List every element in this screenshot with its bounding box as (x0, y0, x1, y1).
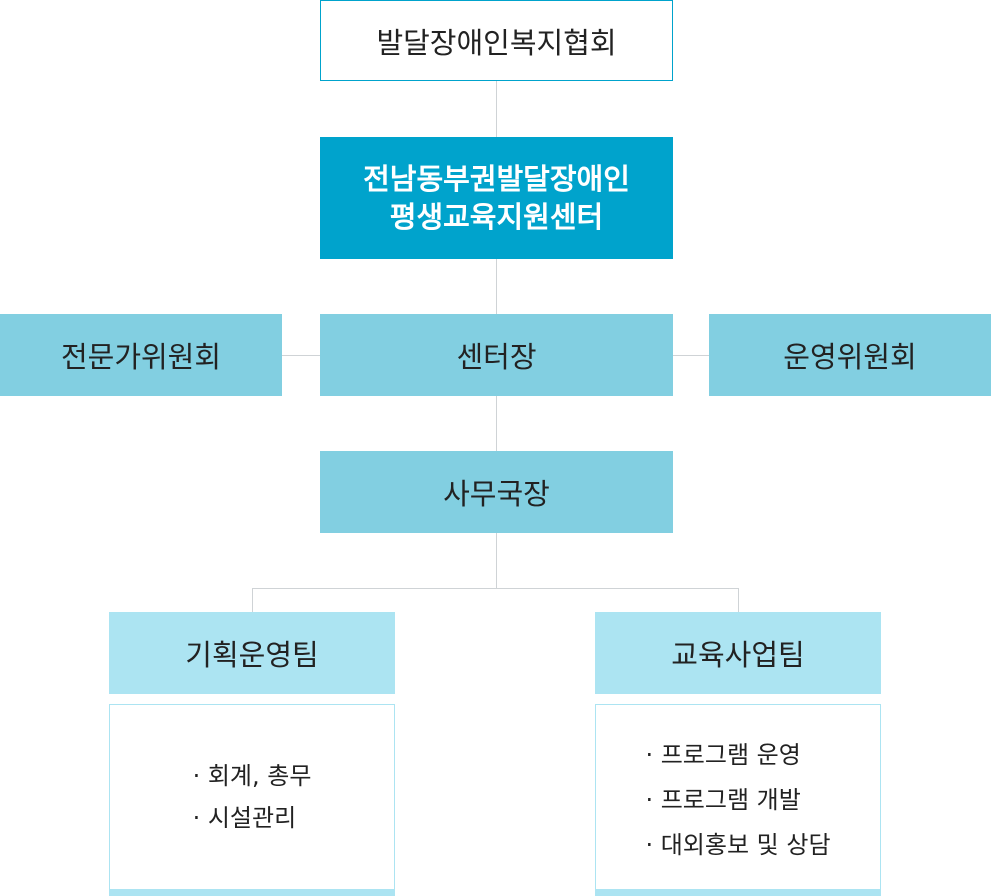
connector-head-right (673, 355, 709, 356)
planning-team-duties: 회계, 총무 시설관리 (109, 704, 395, 896)
connector-branch-left (252, 588, 253, 612)
connector-head-secretary (496, 396, 497, 451)
duty-item: 프로그램 개발 (645, 778, 830, 823)
connector-branch-right (738, 588, 739, 612)
node-association: 발달장애인복지협회 (320, 0, 673, 81)
node-operating-committee: 운영위원회 (709, 314, 991, 396)
connector-left-head (282, 355, 320, 356)
node-association-label: 발달장애인복지협회 (376, 25, 617, 60)
education-team-duties: 프로그램 운영 프로그램 개발 대외홍보 및 상담 (595, 704, 881, 896)
duty-item: 대외홍보 및 상담 (645, 823, 831, 868)
node-operating-committee-label: 운영위원회 (783, 340, 917, 374)
connector-top-center (496, 81, 497, 137)
node-expert-committee-label: 전문가위원회 (60, 340, 222, 374)
planning-team-duty-list: 회계, 총무 시설관리 (193, 755, 312, 839)
node-center-director: 센터장 (320, 314, 673, 396)
education-team-duty-list: 프로그램 운영 프로그램 개발 대외홍보 및 상담 (645, 733, 831, 868)
node-center: 전남동부권발달장애인 평생교육지원센터 (320, 137, 673, 259)
node-planning-team-label: 기획운영팀 (185, 638, 319, 672)
node-center-label-line2: 평생교육지원센터 (389, 200, 604, 234)
node-education-team: 교육사업팀 (595, 612, 881, 694)
node-center-label-line1: 전남동부권발달장애인 (363, 162, 630, 196)
connector-center-head (496, 259, 497, 314)
node-education-team-label: 교육사업팀 (671, 638, 805, 672)
node-center-director-label: 센터장 (456, 340, 537, 374)
node-secretary-general: 사무국장 (320, 451, 673, 533)
node-planning-team: 기획운영팀 (109, 612, 395, 694)
duty-item: 시설관리 (193, 797, 312, 839)
duty-item: 프로그램 운영 (645, 733, 830, 778)
connector-secretary-branch (496, 533, 497, 588)
duty-item: 회계, 총무 (193, 755, 312, 797)
node-secretary-general-label: 사무국장 (443, 477, 550, 511)
node-expert-committee: 전문가위원회 (0, 314, 282, 396)
connector-branch-horizontal (252, 588, 738, 589)
